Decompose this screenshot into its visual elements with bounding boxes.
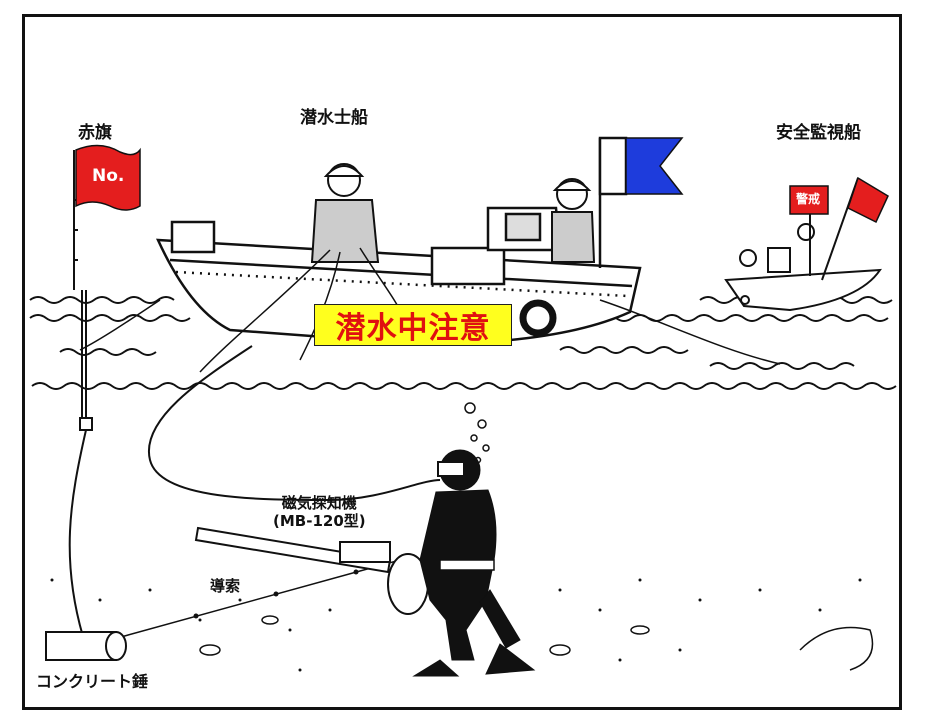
concrete-weight <box>45 631 127 661</box>
seabed-rocks <box>199 615 874 671</box>
red-flag-number: No. <box>92 166 125 186</box>
water-surface-waves <box>29 296 897 390</box>
guide-rope-label: 導索 <box>210 577 241 595</box>
guide-rope-markers <box>193 569 359 619</box>
red-flag-icon <box>75 144 141 211</box>
seabed <box>50 578 862 672</box>
guide-rope <box>109 559 401 641</box>
detector-label: 磁気探知機 (MB-120型) <box>273 494 366 530</box>
safety-flag-text: 警戒 <box>796 192 821 206</box>
safety-red-flag-icon <box>847 176 889 224</box>
diving-caution-banner: 潜水中注意 <box>314 304 512 346</box>
boat-crew <box>310 163 596 263</box>
diver-boat-label: 潜水士船 <box>300 108 368 128</box>
air-bubbles <box>464 402 490 464</box>
air-hose <box>147 345 441 502</box>
code-flag-alpha-icon <box>625 137 684 195</box>
concrete-weight-label: コンクリート錘 <box>36 672 149 691</box>
red-flag-buoy <box>68 150 93 641</box>
detector-model: (MB-120型) <box>273 512 366 530</box>
red-flag-label: 赤旗 <box>78 123 112 143</box>
magnetic-detector <box>194 526 429 615</box>
detector-name: 磁気探知機 <box>281 494 357 512</box>
safety-boat-label: 安全監視船 <box>776 123 861 143</box>
diver <box>412 449 536 677</box>
life-ring-icon <box>519 299 557 337</box>
safety-warning-flag <box>789 185 829 215</box>
